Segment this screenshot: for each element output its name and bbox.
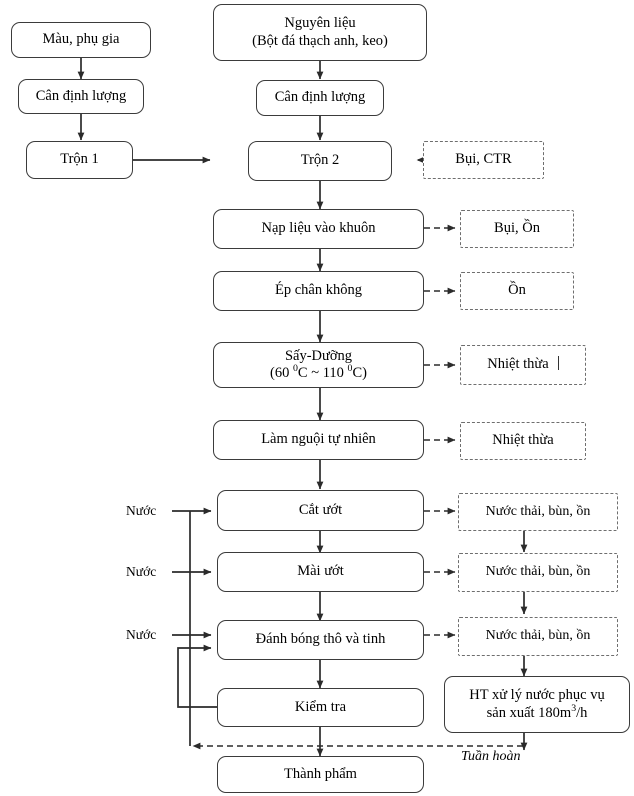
node-nap-lieu-vao-khuon[interactable]: Nạp liệu vào khuôn — [213, 209, 424, 249]
node-lam-nguoi-tu-nhien[interactable]: Làm nguội tự nhiên — [213, 420, 424, 460]
text-caret-icon — [557, 356, 559, 371]
node-danh-bong-tho-va-tinh[interactable]: Đánh bóng thô và tinh — [217, 620, 424, 660]
node-label: Nạp liệu vào khuôn — [261, 220, 376, 237]
temp-prefix: (60 — [270, 365, 293, 381]
node-say-duong[interactable]: Sấy-Dưỡng (60 0C ~ 110 0C) — [213, 342, 424, 388]
waste-nhiet-thua-2[interactable]: Nhiệt thừa — [460, 422, 586, 460]
node-tron-1[interactable]: Trộn 1 — [26, 141, 133, 179]
waste-nuoc-thai-1[interactable]: Nước thải, bùn, ồn — [458, 493, 618, 531]
node-kiem-tra[interactable]: Kiểm tra — [217, 688, 424, 727]
waste-nuoc-thai-2[interactable]: Nước thải, bùn, ồn — [458, 553, 618, 592]
waste-nhiet-thua-1[interactable]: Nhiệt thừa — [460, 345, 586, 385]
waste-label: Nhiệt thừa — [492, 432, 554, 449]
node-label: Cắt ướt — [298, 501, 343, 518]
node-label-line1: HT xử lý nước phục vụ — [469, 687, 605, 704]
waste-on[interactable]: Ồn — [460, 272, 574, 310]
node-mai-uot[interactable]: Mài ướt — [217, 552, 424, 592]
input-label-nuoc-2: Nước — [126, 564, 157, 579]
node-label: Cân định lượng — [274, 89, 366, 106]
temp-suffix: C) — [352, 365, 367, 381]
node-cat-uot[interactable]: Cắt ướt — [217, 490, 424, 531]
node-can-dinh-luong-2[interactable]: Cân định lượng — [256, 80, 384, 116]
node-label-line2: (Bột đá thạch anh, keo) — [252, 32, 388, 49]
temp-middle: C ~ 110 — [297, 365, 348, 381]
node-can-dinh-luong-1[interactable]: Cân định lượng — [18, 79, 144, 114]
input-label-nuoc-3: Nước — [126, 627, 157, 642]
node-label-line1: Nguyên liệu — [284, 15, 356, 32]
node-label: Đánh bóng thô và tinh — [255, 631, 386, 648]
node-label: Làm nguội tự nhiên — [261, 431, 376, 448]
waste-label: Nước thải, bùn, ồn — [485, 503, 591, 519]
node-label: Kiểm tra — [294, 698, 347, 715]
input-label-nuoc-1: Nước — [126, 503, 157, 518]
node-ht-xu-ly-nuoc[interactable]: HT xử lý nước phục vụ sản xuất 180m3/h — [444, 676, 630, 733]
node-label: Trộn 1 — [60, 151, 99, 168]
cubic-sup: 3 — [571, 702, 577, 714]
node-label: Cân định lượng — [35, 87, 127, 104]
node-tron-2[interactable]: Trộn 2 — [248, 141, 392, 181]
node-label: Trộn 2 — [300, 152, 340, 169]
waste-label: Nhiệt thừa — [487, 356, 549, 373]
annotation-tuan-hoan: Tuần hoàn — [461, 749, 521, 764]
waste-bui-ctr[interactable]: Bụi, CTR — [423, 141, 544, 179]
node-ep-chan-khong[interactable]: Ép chân không — [213, 271, 424, 311]
node-label: Thành phẩm — [284, 765, 357, 782]
node-label: Mài ướt — [297, 563, 344, 580]
node-label: Ép chân không — [275, 282, 362, 299]
node-label-line1: Sấy-Dưỡng — [284, 347, 353, 364]
waste-label-wrap: Nhiệt thừa — [487, 356, 559, 373]
node-label: Màu, phụ gia — [42, 31, 120, 48]
waste-label: Ồn — [508, 282, 526, 299]
waste-label: Nước thải, bùn, ồn — [485, 564, 591, 580]
waste-label: Bụi, Ồn — [494, 220, 540, 237]
node-mau-phu-gia[interactable]: Màu, phụ gia — [11, 22, 151, 58]
waste-nuoc-thai-3[interactable]: Nước thải, bùn, ồn — [458, 617, 618, 656]
capacity-prefix: sản xuất 180m — [486, 704, 572, 721]
waste-bui-on[interactable]: Bụi, Ồn — [460, 210, 574, 248]
waste-label: Bụi, CTR — [455, 151, 512, 168]
node-nguyen-lieu[interactable]: Nguyên liệu (Bột đá thạch anh, keo) — [213, 4, 427, 61]
degree-sup-2: 0 — [347, 363, 353, 375]
node-label-line2: (60 0C ~ 110 0C) — [270, 363, 367, 382]
degree-sup-1: 0 — [293, 363, 298, 375]
waste-label: Nước thải, bùn, ồn — [485, 628, 591, 644]
node-label-line2: sản xuất 180m3/h — [486, 702, 588, 722]
capacity-suffix: /h — [576, 704, 588, 721]
node-thanh-pham[interactable]: Thành phẩm — [217, 756, 424, 793]
